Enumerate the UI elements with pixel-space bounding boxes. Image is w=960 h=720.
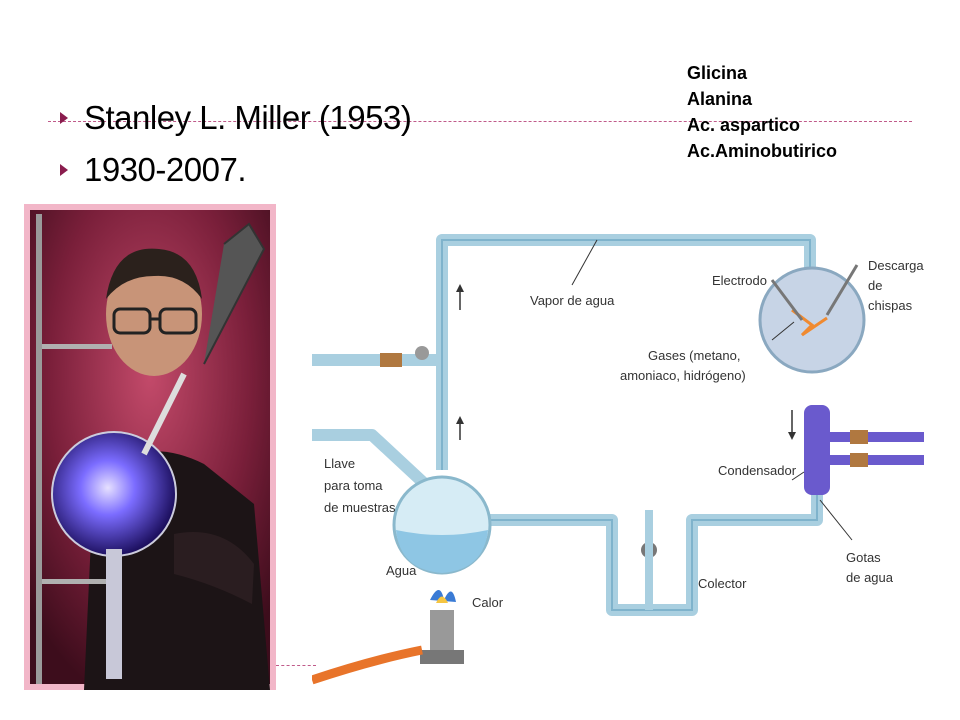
amino-acid-item: Ac.Aminobutirico — [687, 141, 838, 161]
electrode-label: Electrodo — [712, 273, 767, 288]
bullet-item: Stanley L. Miller (1953) — [60, 92, 412, 144]
bullet-item: 1930-2007. — [60, 144, 411, 196]
bullet-text: Stanley L. Miller (1953) — [84, 99, 412, 136]
collector-label: Colector — [698, 576, 747, 591]
spark-label-line2: de — [868, 278, 882, 293]
amino-acid-item: Glicina — [687, 63, 748, 83]
gases-label-line2: amoniaco, hidrógeno) — [620, 368, 746, 383]
flame-icon — [430, 590, 456, 602]
water-label: Agua — [386, 563, 417, 578]
heat-label: Calor — [472, 595, 504, 610]
miller-apparatus-diagram: Vapor de agua Electrodo Descarga de chis… — [312, 234, 924, 685]
bullet-list: Stanley L. Miller (1953) 1930-2007. — [60, 92, 412, 196]
sample-tube — [312, 429, 447, 505]
amino-acid-item: Ac. aspartico — [687, 115, 801, 135]
spark-label-line3: chispas — [868, 298, 913, 313]
drops-label-line1: Gotas — [846, 550, 881, 565]
amino-acid-item: Alanina — [687, 89, 753, 109]
slide-divider-line — [48, 121, 912, 122]
gases-label-line1: Gases (metano, — [648, 348, 741, 363]
bullet-triangle-icon — [60, 164, 68, 176]
drops-label-line2: de agua — [846, 570, 894, 585]
amino-acid-list: Glicina Alanina Ac. aspartico Ac.Aminobu… — [687, 60, 837, 164]
slide-divider-line-bottom — [276, 665, 316, 666]
burner-icon — [430, 610, 454, 650]
condenser-icon — [804, 405, 830, 495]
scientist-photo — [24, 204, 276, 690]
condenser-label: Condensador — [718, 463, 797, 478]
bullet-triangle-icon — [60, 112, 68, 124]
sample-valve-label-line2: para toma — [324, 478, 383, 493]
sample-valve-label-line3: de muestras — [324, 500, 396, 515]
bullet-text: 1930-2007. — [84, 151, 246, 188]
vapor-label: Vapor de agua — [530, 293, 615, 308]
sample-valve-label-line1: Llave — [324, 456, 355, 471]
spark-label-line1: Descarga — [868, 258, 924, 273]
